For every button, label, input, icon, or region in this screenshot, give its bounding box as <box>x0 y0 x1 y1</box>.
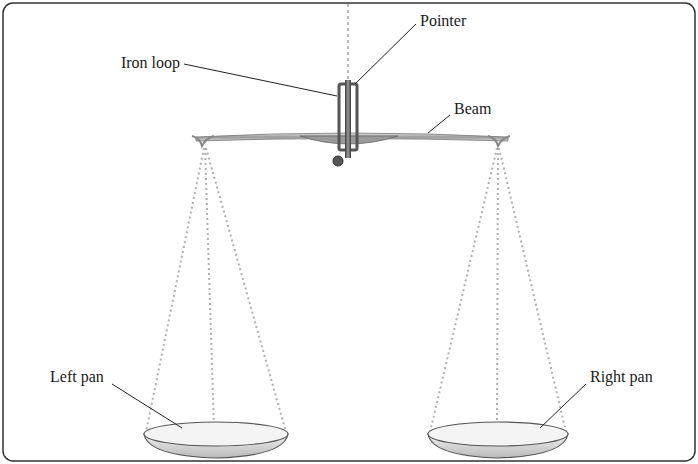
chains <box>146 148 566 432</box>
part-label: Left pan <box>48 368 106 386</box>
pivot-ball <box>333 156 343 166</box>
frame <box>3 3 695 461</box>
right-pan-rim <box>428 422 568 446</box>
part-label: Iron loop <box>119 54 182 72</box>
part-label: Right pan <box>588 368 655 386</box>
pointer <box>345 80 351 158</box>
leader-lines <box>112 24 586 428</box>
part-label: Pointer <box>418 12 468 30</box>
right-hook <box>488 136 510 146</box>
left-pan-rim <box>144 422 288 446</box>
part-label: Beam <box>452 100 493 118</box>
left-hook <box>192 136 214 146</box>
suspension-thread <box>347 4 349 82</box>
